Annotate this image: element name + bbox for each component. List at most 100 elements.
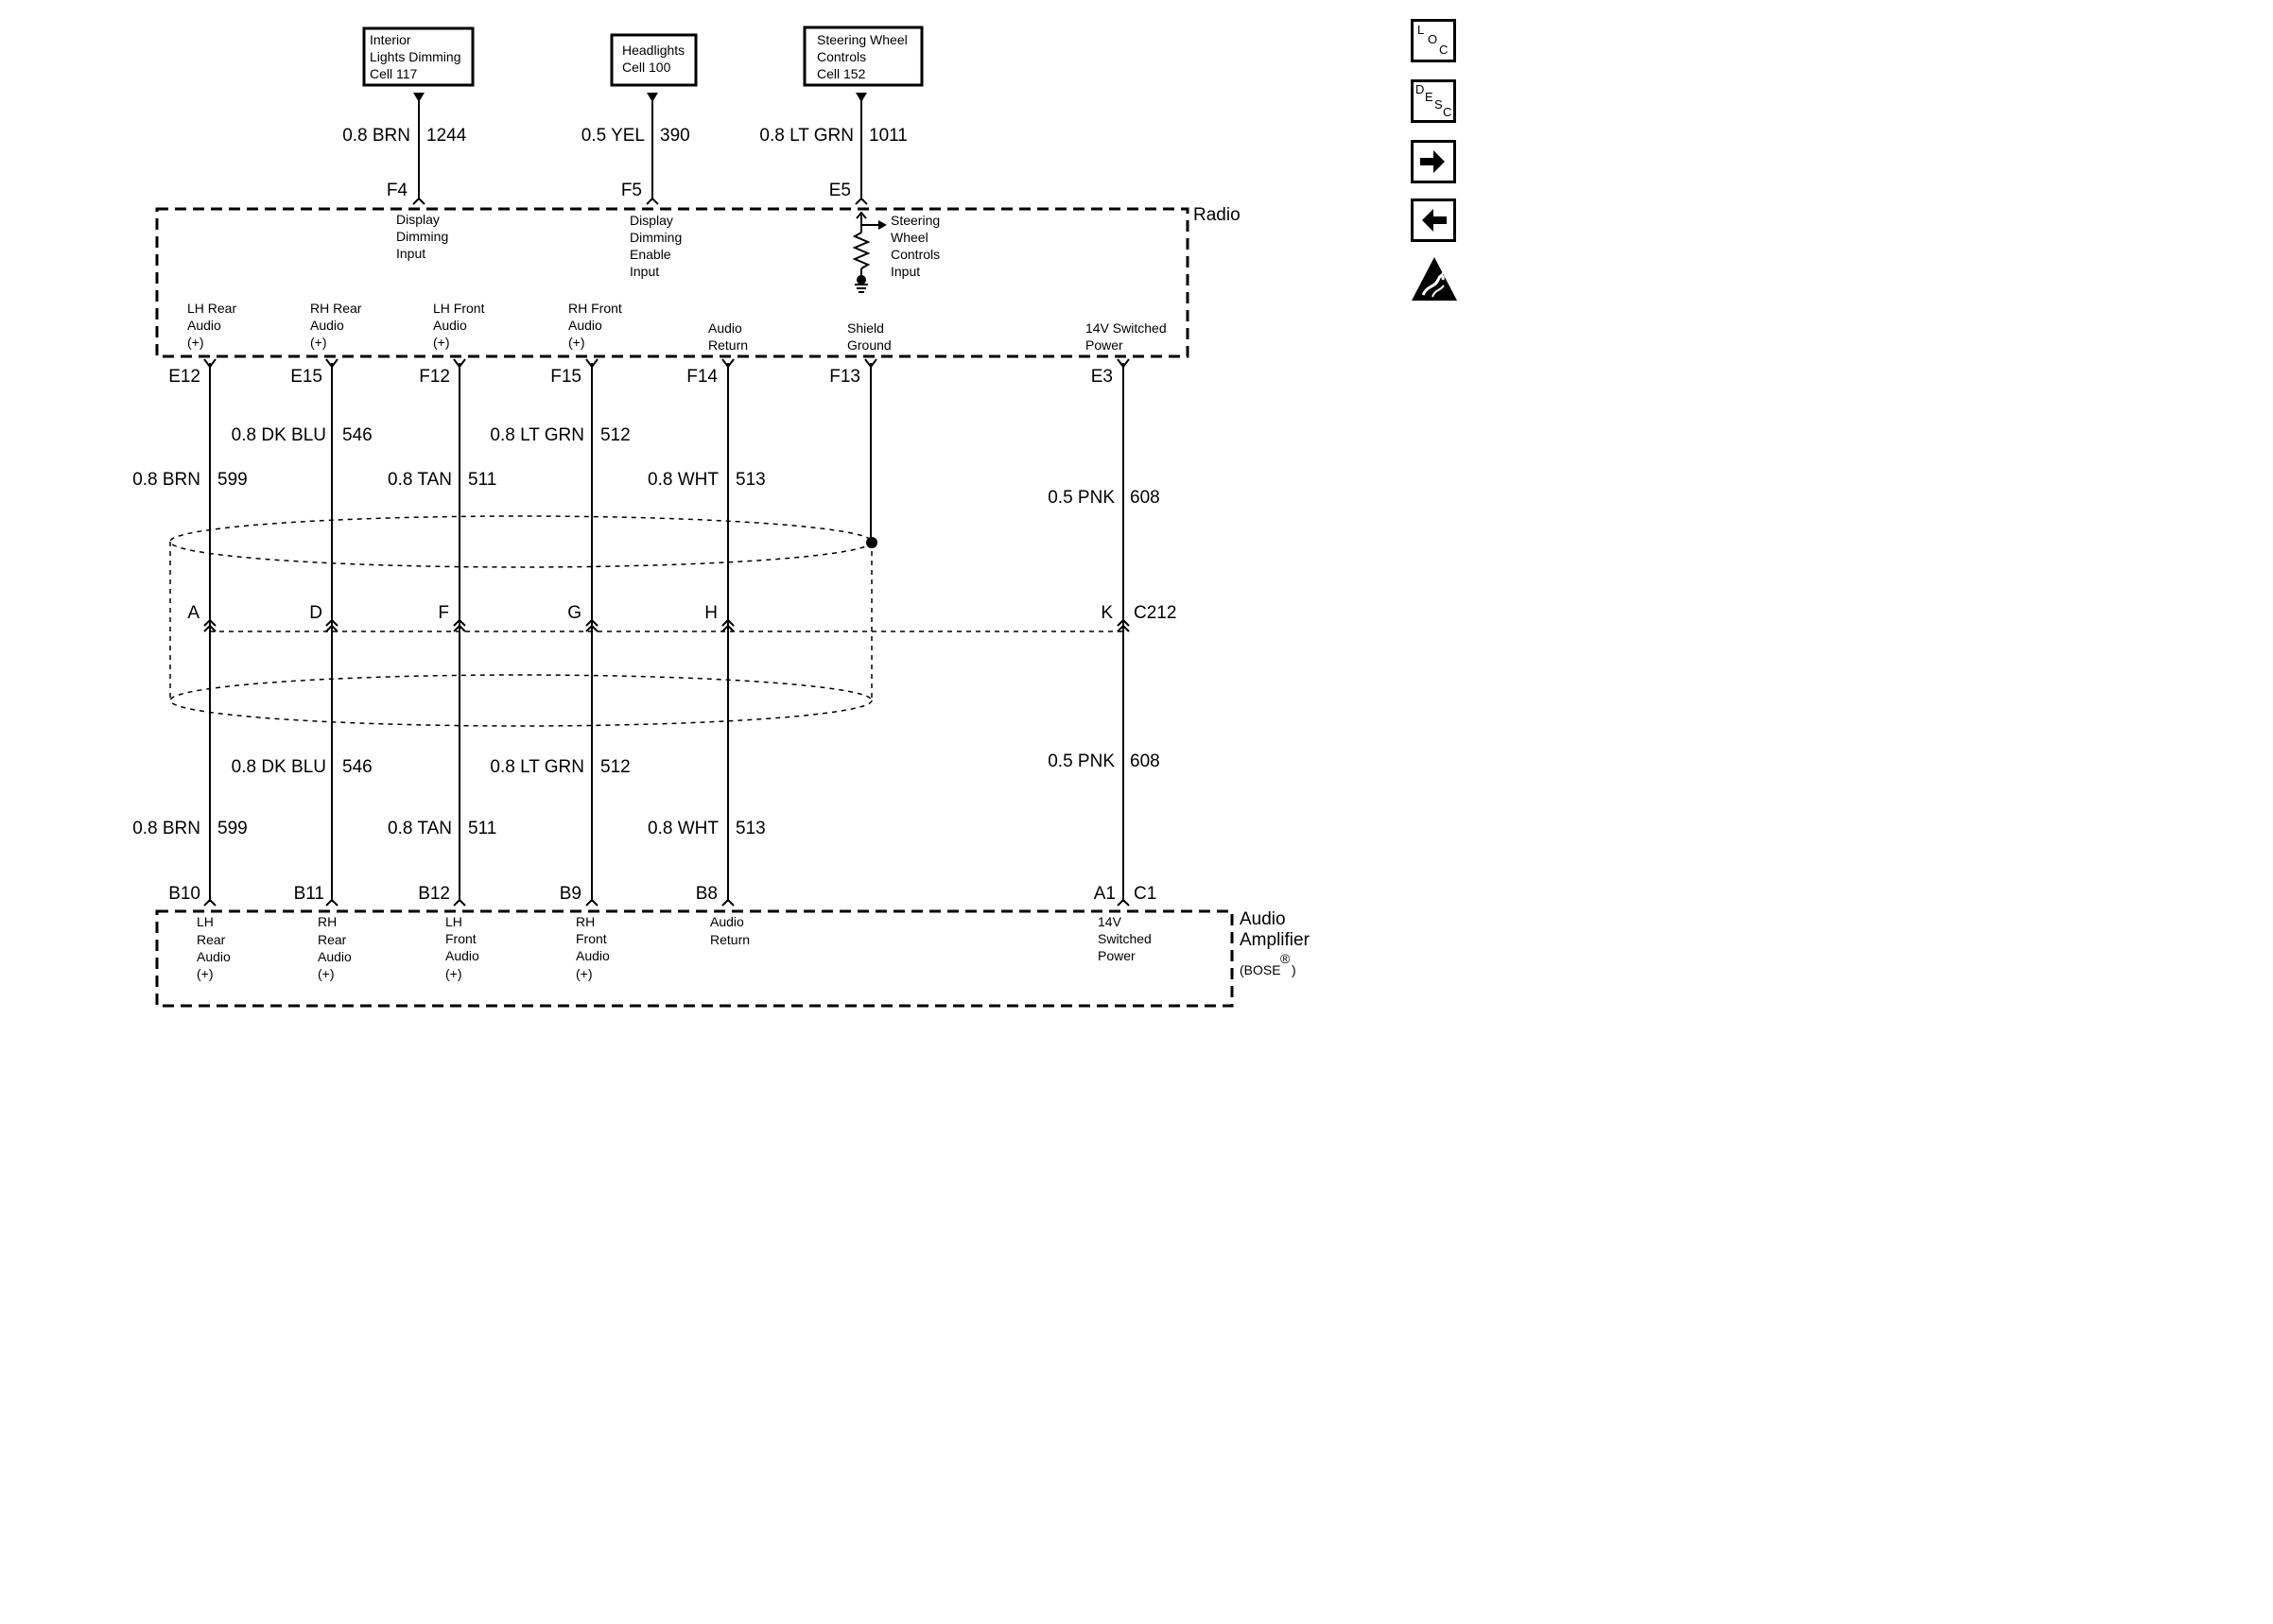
amp-function-label: Audio [710,914,744,929]
output-function-label: (+) [433,335,450,350]
wire-spec: 0.8 BRN [132,819,200,838]
connector-pin-mark [646,197,659,205]
source-headlights[interactable]: Headlights Cell 100 [610,33,698,87]
c212-pin-label: F [438,603,449,623]
pin-label: E15 [290,367,322,387]
output-function-label: Return [708,337,748,353]
amp-function-label: LH [445,914,462,929]
pin-label: A1 [1094,884,1116,904]
wire-circuit: 511 [468,819,496,838]
output-function-label: (+) [310,335,327,350]
esd-warning-icon[interactable] [1410,255,1459,302]
source-label-line: Controls [817,49,866,64]
wire-spec: 0.8 LT GRN [490,757,584,777]
output-function-label: LH Rear [187,301,236,316]
wire-circuit: 546 [342,757,373,777]
c212-connector-label: C212 [1134,603,1176,623]
wire-spec: 0.5 YEL [581,126,645,146]
pin-label: F14 [686,367,718,387]
wire-circuit: 512 [600,757,631,777]
input-function-label: Enable [630,247,671,262]
pin-label: B8 [696,884,718,904]
wire-circuit: 608 [1130,752,1160,771]
amplifier-label: Audio [1240,909,1286,929]
description-icon[interactable]: D E S C [1411,79,1456,123]
c212-pin-label: K [1101,603,1113,623]
amp-function-label: Switched [1098,931,1152,946]
input-function-label: Dimming [396,229,448,244]
radio-connector-marks [203,358,1130,369]
output-function-label: LH Front [433,301,485,316]
pin-label: E12 [168,367,200,387]
amp-function-label: (+) [197,966,214,981]
arrow-right-icon[interactable] [1411,140,1456,183]
source-label-line: Lights Dimming [370,49,460,64]
wire-spec: 0.5 PNK [1048,752,1115,771]
connector-pin-mark [412,197,425,205]
amplifier-brand: (BOSE [1240,962,1281,977]
output-function-label: RH Rear [310,301,362,316]
amplifier-box[interactable] [155,909,1234,1008]
arrow-left-icon[interactable] [1411,199,1456,242]
pin-label: F15 [550,367,581,387]
source-label-line: Cell 100 [622,60,671,75]
amp-function-label: LH [197,914,214,929]
desc-letter: E [1425,90,1433,104]
output-function-label: 14V Switched [1085,320,1167,336]
pin-label: F12 [419,367,450,387]
pin-label: E5 [829,181,851,200]
output-function-label: Audio [187,318,221,333]
input-function-label: Wheel [891,230,928,245]
amp-function-label: 14V [1098,914,1122,929]
input-function-label: Input [396,246,425,261]
desc-letter: C [1443,105,1452,119]
output-function-label: Shield [847,320,884,336]
wire-spec: 0.8 DK BLU [232,425,326,445]
steering-resistor-ground [852,211,879,293]
loc-letter: O [1428,32,1438,46]
amp-function-label: RH [318,914,337,929]
amp-function-label: Return [710,932,750,947]
ground-node [857,275,866,285]
radio-box[interactable] [155,207,1189,358]
wiring-diagram: Interior Lights Dimming Cell 117 Headlig… [132,26,1310,1008]
wire-spec: 0.8 TAN [388,819,452,838]
source-label-line: Cell 152 [817,66,866,81]
source-steering-wheel-controls[interactable]: Steering Wheel Controls Cell 152 [803,26,924,87]
amp-function-label: Rear [197,932,226,947]
input-function-label: Input [630,264,659,279]
wire-circuit: 512 [600,425,631,445]
amplifier-brand: ) [1292,962,1296,977]
pin-label: F4 [387,181,408,200]
input-function-label: Dimming [630,230,682,245]
output-function-label: Audio [310,318,344,333]
amp-function-label: Audio [318,949,352,964]
signal-arrow [878,220,887,230]
source-interior-lights[interactable]: Interior Lights Dimming Cell 117 [362,26,475,87]
input-function-label: Steering [891,213,940,228]
output-function-label: Audio [568,318,602,333]
wire-spec: 0.8 BRN [342,126,410,146]
location-icon[interactable]: L O C [1411,19,1456,62]
amp-function-label: RH [576,914,595,929]
output-function-label: Power [1085,337,1123,353]
wire-spec: 0.8 BRN [132,470,200,490]
radio-label: Radio [1193,205,1241,225]
wire-circuit: 546 [342,425,373,445]
source-label-line: Cell 117 [370,66,418,81]
connector-pin-mark [855,197,868,205]
source-label-line: Interior [370,32,411,47]
source-label-line: Headlights [622,43,685,58]
pin-label: F5 [621,181,642,200]
amp-function-label: Power [1098,948,1136,963]
amp-function-label: Audio [576,948,610,963]
loc-letter: C [1439,43,1449,57]
loc-letter: L [1417,23,1425,37]
output-function-label: Audio [433,318,467,333]
amp-function-label: Rear [318,932,347,947]
output-function-label: (+) [187,335,204,350]
input-function-label: Display [630,213,673,228]
input-function-label: Display [396,212,440,227]
wire-spec: 0.8 WHT [648,819,719,838]
wire-circuit: 390 [660,126,690,146]
